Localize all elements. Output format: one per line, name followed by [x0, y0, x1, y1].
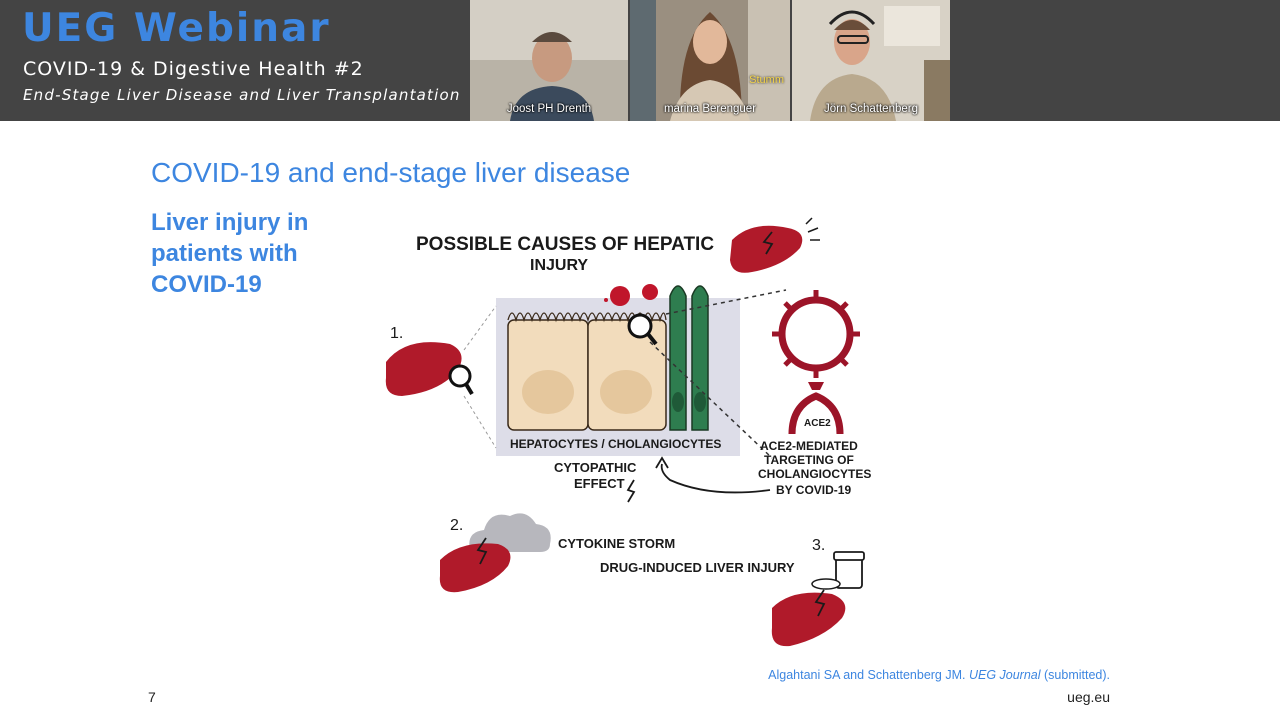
slide-title: COVID-19 and end-stage liver disease: [151, 157, 631, 188]
participant-video: [792, 0, 950, 121]
effect-label: EFFECT: [574, 476, 625, 491]
participant-name: marina Berenguer: [663, 103, 757, 115]
slide-citation: Algahtani SA and Schattenberg JM. UEG Jo…: [768, 668, 1110, 682]
storm-cloud-icon: [469, 513, 551, 552]
cytokine-storm-label: CYTOKINE STORM: [558, 536, 675, 551]
liver-icon: [385, 342, 474, 396]
slide-site-url: ueg.eu: [1067, 689, 1110, 705]
citation-journal: UEG Journal: [968, 668, 1041, 682]
citation-authors: Algahtani SA and Schattenberg JM.: [768, 668, 969, 682]
slide-page-number: 7: [148, 689, 156, 705]
participant-name: Joost PH Drenth: [506, 103, 592, 115]
cells-label: HEPATOCYTES / CHOLANGIOCYTES: [510, 437, 721, 451]
video-tile-drenth[interactable]: Joost PH Drenth: [470, 0, 628, 121]
cytopathic-label: CYTOPATHIC: [554, 460, 637, 475]
webinar-brand: UEG Webinar: [22, 6, 331, 51]
liver-icon: [771, 589, 846, 647]
participant-video: [470, 0, 628, 121]
slide-subtitle: Liver injury in patients with COVID-19: [151, 209, 309, 298]
drug-injury-label: DRUG-INDUCED LIVER INJURY: [600, 560, 795, 575]
hepatocyte-cells: [507, 312, 667, 431]
cause-number-1: 1.: [390, 325, 403, 342]
illustration-heading-2: INJURY: [530, 257, 588, 274]
participant-tag: Stumm: [749, 74, 784, 86]
virus-particles: [604, 284, 658, 306]
cause-number-3: 3.: [812, 537, 825, 554]
video-tile-berenguer[interactable]: Stumm marina Berenguer: [630, 0, 790, 121]
webinar-subtitle: COVID-19 & Digestive Health #2: [23, 58, 364, 80]
citation-status: (submitted).: [1040, 668, 1110, 682]
participant-name: Jörn Schattenberg: [824, 103, 918, 115]
cause-number-2: 2.: [450, 517, 463, 534]
pill-bottle-icon: [811, 551, 865, 590]
ace2-label: ACE2: [804, 418, 831, 429]
coronavirus-icon: ACE2: [772, 290, 860, 435]
webinar-session: End-Stage Liver Disease and Liver Transp…: [23, 86, 461, 104]
participant-video: [630, 0, 790, 121]
targeting-label: TARGETING OF: [764, 453, 854, 467]
liver-icon: [439, 537, 511, 593]
cholangiocytes-label: CHOLANGIOCYTES: [758, 467, 871, 481]
ace-mediated-label: ACE2-MEDIATED: [760, 439, 858, 453]
video-tile-schattenberg[interactable]: Jörn Schattenberg: [792, 0, 950, 121]
magnifier-icon: [627, 313, 658, 346]
by-covid-label: BY COVID-19: [776, 483, 851, 497]
illustration-heading: POSSIBLE CAUSES OF HEPATIC: [416, 234, 714, 255]
hepatic-injury-illustration: POSSIBLE CAUSES OF HEPATIC INJURY: [385, 217, 871, 647]
liver-icon: [730, 217, 820, 273]
